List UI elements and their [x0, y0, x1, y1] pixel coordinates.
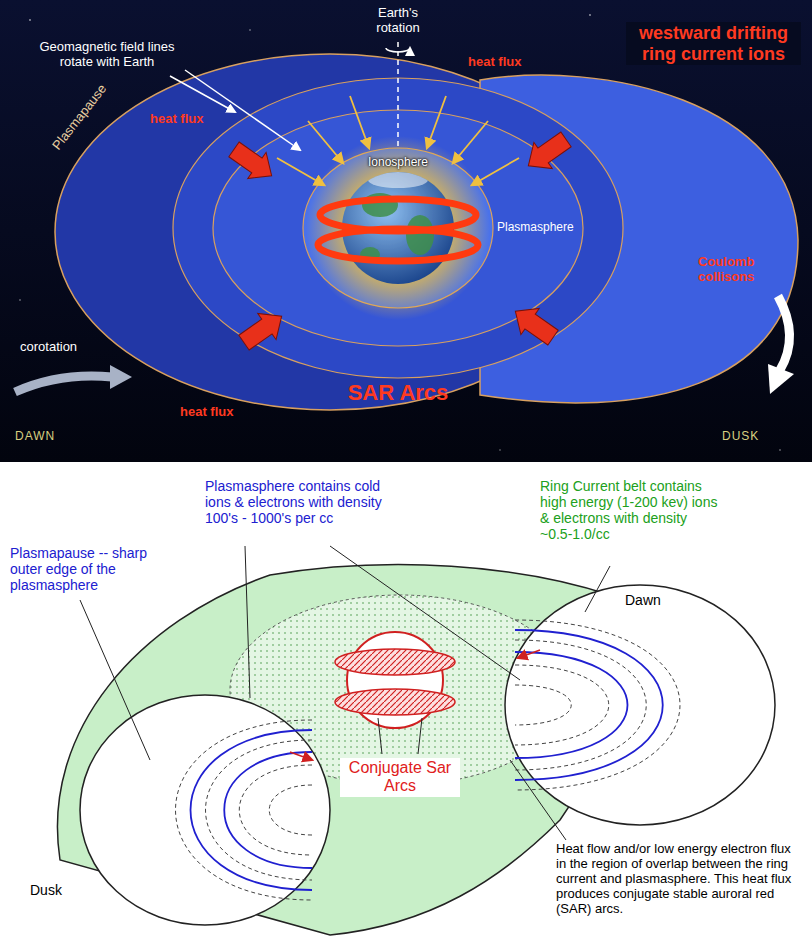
dawn-field-lines-part [515, 685, 571, 725]
leader-lines-part [378, 718, 382, 754]
stars-part [779, 449, 781, 451]
rotation-axis [397, 42, 399, 150]
sar-arc-ring [318, 229, 478, 261]
dusk-cutaway [80, 695, 330, 925]
dawn-field-lines-part [515, 640, 646, 770]
stars-part [19, 299, 21, 301]
inflow-arrows-part [277, 158, 324, 185]
sar-arc-band [335, 649, 455, 675]
heat-flux-label: heat flux [468, 55, 540, 70]
space-background [0, 0, 812, 462]
inflow-arrows-part [453, 121, 488, 163]
plasmasphere-note: Plasmasphere contains cold ions & electr… [205, 478, 405, 526]
inflow-arrows-part [350, 96, 369, 148]
corotation-arrow [15, 376, 112, 392]
panel-background [0, 462, 812, 945]
westward-drift-arrowhead [768, 364, 794, 394]
stars-part [499, 449, 500, 450]
axis-label: Earth's rotation [368, 6, 428, 36]
leader-lines-part [585, 566, 610, 612]
inflow-arrows [277, 96, 519, 185]
continents [360, 172, 434, 263]
region-label: Ionosphere [358, 156, 438, 170]
region-label: Plasmasphere [497, 221, 581, 235]
schematic-panel [0, 462, 812, 945]
process-label: Coulomb collisons [698, 255, 778, 285]
space-panel [0, 0, 812, 462]
side-label: DAWN [15, 430, 85, 444]
field-line-pointers-part [185, 70, 300, 150]
field-line-note: Geomagnetic field lines rotate with Eart… [22, 40, 192, 70]
ring-current-note: Ring Current belt contains high energy (… [540, 478, 718, 542]
dawn-field-lines [515, 620, 680, 790]
inflow-arrows-part [308, 121, 343, 163]
leader-lines-part [330, 546, 520, 680]
heat-flow-arrow [290, 752, 312, 760]
leader-lines-part [510, 760, 566, 840]
motion-label: corotation [20, 340, 100, 355]
dusk-plasmapause-lines [191, 730, 313, 890]
side-label: Dawn [625, 592, 680, 608]
stars-part [589, 14, 591, 16]
field-line-pointers [170, 70, 300, 150]
continents-part [368, 172, 428, 188]
dusk-plasmapause-lines-part [191, 730, 313, 890]
dawn-plasmapause-lines-part [515, 652, 628, 758]
side-label: DUSK [722, 430, 792, 444]
rotation-arrow [386, 48, 410, 52]
inflow-arrows-part [472, 158, 519, 185]
ionosphere-glow [306, 136, 490, 320]
leader-lines-part [80, 600, 150, 760]
heat-flow-note: Heat flow and/or low energy electron flu… [556, 842, 802, 917]
stars-part [29, 19, 31, 21]
heat-flux-arrows [225, 126, 575, 355]
heat-flux-label: heat flux [180, 405, 252, 420]
dusk-field-lines [176, 720, 313, 900]
stars-part [249, 29, 251, 31]
westward-drift-arrow [778, 296, 790, 370]
drift-label: westward drifting ring current ions [626, 22, 801, 65]
dawn-field-lines-part [515, 620, 680, 790]
heat-flux-arrows-part [506, 298, 562, 351]
leader-lines-part [245, 546, 250, 698]
dusk-field-lines-part [206, 740, 313, 880]
heat-flux-label: heat flux [150, 112, 222, 127]
heat-flux-arrows-part [235, 303, 291, 356]
sar-arc-band [335, 689, 455, 715]
heat-flux-arrows-part [519, 126, 575, 179]
dusk-field-lines-part [269, 785, 312, 835]
side-label: Dusk [30, 882, 80, 898]
heat-flux-arrows-part [225, 136, 281, 189]
dawn-field-lines-part [515, 665, 609, 745]
heat-flow-arrow [518, 650, 540, 658]
leader-lines-part [418, 718, 422, 754]
dawn-plasmapause-lines [515, 630, 663, 780]
corotation-arrowhead [110, 365, 132, 389]
dusk-plasmapause-lines-part [224, 752, 312, 868]
leader-lines [80, 546, 610, 840]
dusk-field-lines-part [176, 720, 313, 900]
dusk-field-lines-part [239, 765, 312, 855]
sar-arcs-label: Conjugate Sar Arcs [340, 758, 460, 797]
dawn-cutaway [505, 585, 775, 825]
plasmapause-note: Plasmapause -- sharp outer edge of the p… [10, 545, 178, 593]
sar-arcs-title: SAR Arcs [318, 380, 478, 405]
inflow-arrows-part [427, 96, 446, 148]
continents-part [406, 215, 434, 255]
dawn-plasmapause-lines-part [515, 630, 663, 780]
